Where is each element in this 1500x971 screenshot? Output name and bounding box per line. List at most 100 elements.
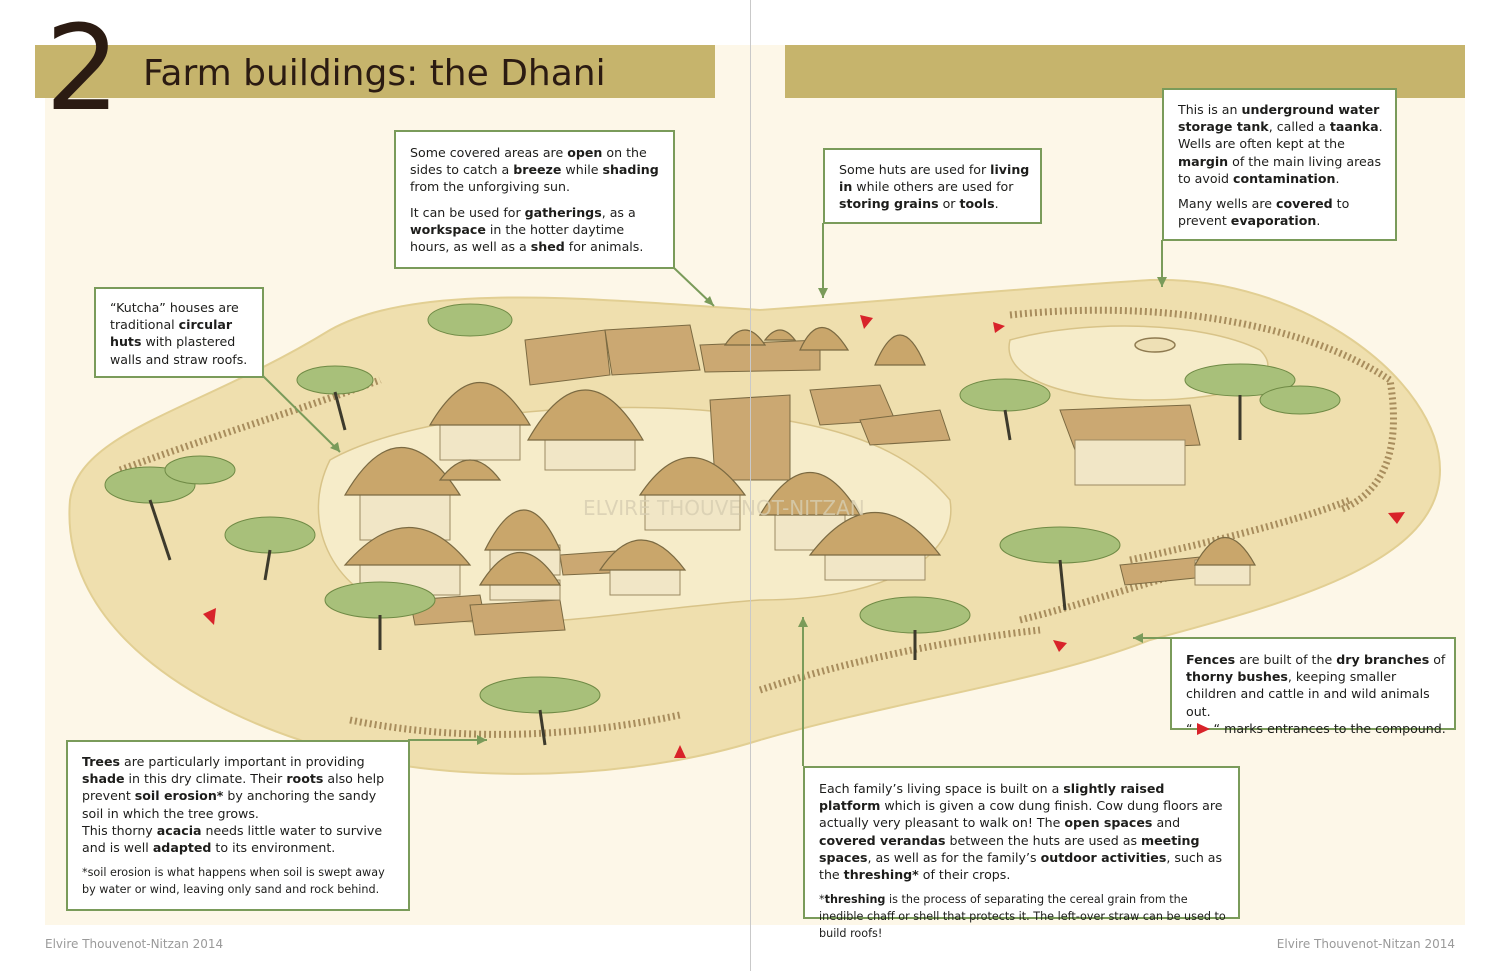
emphasis-text: open spaces	[1064, 815, 1153, 831]
entrance-marker-legend: “ “ marks entrances to the compound.	[1186, 720, 1446, 737]
body-text: also help prevent	[82, 771, 385, 804]
emphasis-text: adapted	[152, 840, 212, 856]
covered-areas-text-1: Some covered areas are open on the sides…	[410, 144, 663, 196]
emphasis-text: storing grains	[839, 196, 939, 212]
callout-platform: Each family’s living space is built on a…	[803, 766, 1240, 940]
emphasis-text: outdoor activities	[1040, 849, 1167, 865]
trees-text-2: This thorny acacia needs little water to…	[82, 822, 400, 856]
body-text: of	[1429, 652, 1446, 667]
body-text: are particularly important in providing	[120, 754, 365, 769]
callout-fences: Fences are built of the dry branches of …	[1170, 637, 1456, 736]
pointer-arrowheads	[330, 277, 1167, 745]
emphasis-text: covered	[1276, 196, 1333, 212]
tree-trunks	[148, 391, 1242, 746]
emphasis-text: Fences	[1186, 652, 1236, 667]
emphasis-text: underground water storage tank	[1178, 102, 1380, 135]
body-text: , such as the	[819, 849, 1223, 883]
body-text: .	[1335, 170, 1340, 186]
body-text: . Wells are often kept at the	[1178, 119, 1383, 152]
body-text: needs little water to survive and is wel…	[82, 822, 383, 856]
body-text: for animals.	[564, 239, 644, 255]
emphasis-text: roots	[286, 771, 324, 787]
body-text: , called a	[1268, 119, 1330, 135]
emphasis-text: contamination	[1233, 170, 1336, 186]
emphasis-text: threshing*	[843, 867, 919, 883]
emphasis-text: meeting spaces	[819, 832, 1200, 865]
entrance-marker-icon	[1053, 640, 1067, 652]
emphasis-text: open	[567, 145, 603, 160]
legend-quote-close: “	[1213, 720, 1221, 736]
emphasis-text: covered verandas	[819, 832, 946, 848]
body-text: “Kutcha” houses are traditional	[110, 300, 239, 333]
emphasis-text: shading	[602, 162, 659, 178]
title-banner-left	[35, 45, 715, 98]
footer-credit-left: Elvire Thouvenot-Nitzan 2014	[45, 937, 224, 951]
emphasis-text: Trees	[82, 754, 120, 769]
callout-huts-use: Some huts are used for living in while o…	[823, 148, 1042, 224]
body-text: from the unforgiving sun.	[410, 179, 570, 195]
entrance-marker-icon	[203, 608, 216, 625]
body-text: This is an	[1178, 102, 1242, 117]
body-text: Some huts are used for	[839, 162, 991, 177]
body-text: in this dry climate. Their	[124, 771, 287, 787]
body-text: *soil erosion is what happens when soil …	[82, 866, 385, 897]
emphasis-text: acacia	[156, 822, 202, 838]
body-text: .	[994, 196, 999, 212]
taanka-well	[1134, 337, 1176, 353]
body-text: This thorny	[82, 822, 157, 838]
entrance-marker-icon	[674, 745, 686, 758]
body-text: , as a	[601, 204, 636, 220]
emphasis-text: circular huts	[110, 317, 233, 350]
platform-text: Each family’s living space is built on a…	[819, 780, 1230, 883]
body-text: *	[819, 893, 825, 907]
soil-erosion-note: *soil erosion is what happens when soil …	[82, 864, 400, 898]
body-text: to prevent	[1178, 196, 1350, 229]
footer-credit-right: Elvire Thouvenot-Nitzan 2014	[1276, 937, 1455, 951]
body-text: Each family’s living space is built on a	[819, 781, 1064, 796]
emphasis-text: shed	[530, 239, 565, 255]
body-text: of the main living areas to avoid	[1178, 153, 1381, 186]
covered-areas-text-2: It can be used for gatherings, as a work…	[410, 204, 663, 256]
threshing-note: *threshing is the process of separating …	[819, 891, 1230, 942]
emphasis-text: workspace	[410, 221, 486, 237]
emphasis-text: gatherings	[524, 204, 602, 220]
body-text: by anchoring the sandy soil in which the…	[82, 788, 377, 821]
body-text: while others are used for	[852, 179, 1014, 195]
chapter-number: 2	[45, 0, 121, 137]
body-text: or	[938, 196, 960, 212]
emphasis-text: soil erosion*	[134, 788, 224, 804]
body-text: while	[561, 162, 603, 178]
body-text: of their crops.	[918, 867, 1011, 883]
emphasis-text: margin	[1178, 153, 1229, 169]
body-text: to its environment.	[211, 840, 336, 856]
entrance-marker-icon	[860, 315, 873, 329]
entrance-marker-icon	[1196, 723, 1210, 736]
callout-covered-areas: Some covered areas are open on the sides…	[394, 130, 675, 269]
emphasis-text: threshing	[824, 893, 886, 907]
emphasis-text: tools	[959, 196, 995, 212]
emphasis-text: shade	[82, 771, 125, 787]
trees-text-1: Trees are particularly important in prov…	[82, 753, 400, 822]
body-text: between the huts are used as	[945, 832, 1142, 848]
body-text: with plastered walls and straw roofs.	[110, 334, 248, 367]
emphasis-text: living in	[839, 162, 1030, 195]
body-text: which is given a cow dung finish. Cow du…	[819, 798, 1223, 831]
body-text: Many wells are	[1178, 196, 1277, 212]
callout-trees: Trees are particularly important in prov…	[66, 740, 410, 911]
entrance-marker-icon	[993, 322, 1005, 333]
taanka-text-2: Many wells are covered to prevent evapor…	[1178, 195, 1387, 229]
emphasis-text: dry branches	[1336, 652, 1430, 667]
page-fold	[750, 0, 751, 971]
fences-text: Fences are built of the dry branches of …	[1186, 651, 1446, 720]
taanka-text-1: This is an underground water storage tan…	[1178, 101, 1387, 187]
legend-text: marks entrances to the compound.	[1220, 720, 1446, 736]
body-text: , keeping smaller children and cattle in…	[1186, 669, 1430, 719]
body-text: and	[1152, 815, 1181, 831]
legend-quote-open: “	[1186, 720, 1193, 736]
body-text: , as well as for the family’s	[867, 849, 1041, 865]
body-text: .	[1316, 213, 1321, 229]
entrance-marker-icon	[1388, 512, 1405, 524]
huts-use-text: Some huts are used for living in while o…	[839, 161, 1030, 213]
emphasis-text: breeze	[513, 162, 562, 178]
emphasis-text: taanka	[1329, 119, 1379, 135]
